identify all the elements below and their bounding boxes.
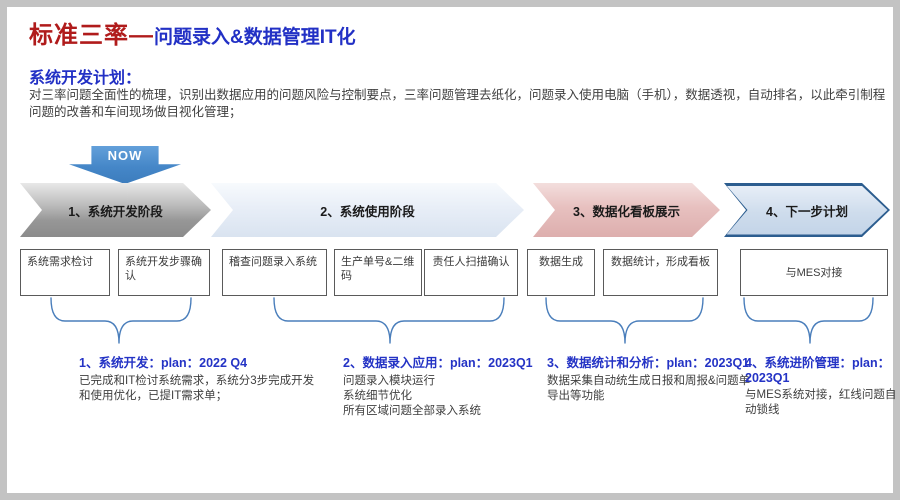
phase-chevron-3: 3、数据化看板展示: [533, 183, 720, 237]
plan-2-line-3: 所有区域问题全部录入系统: [343, 405, 481, 417]
page-title: 标准三率—问题录入&数据管理IT化: [29, 15, 356, 50]
plan-1-line-1: 已完成和IT检讨系统需求，系统分3步完成开发和使用优化，已提IT需求单；: [79, 375, 315, 402]
plan-section-3: 3、数据统计和分析：plan：2023Q1 数据采集自动统生成日报和周报&问题单…: [547, 352, 755, 404]
task-box-6: 数据生成: [527, 249, 595, 296]
brace-4: [743, 297, 874, 344]
task-box-5: 责任人扫描确认: [424, 249, 518, 296]
plan-2-line-2: 系统细节优化: [343, 390, 412, 402]
plan-3-line-1: 数据采集自动统生成日报和周报&问题单导出等功能: [547, 375, 751, 402]
plan-1-heading: 1、系统开发：plan：2022 Q4: [79, 356, 248, 370]
plan-2-heading: 2、数据录入应用：plan：2023Q1: [343, 356, 533, 370]
phase-1-label: 1、系统开发阶段: [68, 204, 163, 219]
plan-4-heading: 4、系统进阶管理：plan：2023Q1: [745, 356, 891, 385]
description-paragraph: 对三率问题全面性的梳理，识别出数据应用的问题风险与控制要点，三率问题管理去纸化，…: [29, 88, 886, 119]
phase-2-label: 2、系统使用阶段: [320, 204, 415, 219]
phase-chevron-4-fill: 4、下一步计划: [727, 186, 888, 235]
brace-1: [50, 297, 192, 344]
phase-chevron-1: 1、系统开发阶段: [20, 183, 211, 237]
plan-section-4: 4、系统进阶管理：plan：2023Q1 与MES系统对接，红线问题自动锁线: [745, 352, 900, 418]
plan-2-line-1: 问题录入模块运行: [343, 375, 435, 387]
plan-section-2: 2、数据录入应用：plan：2023Q1 问题录入模块运行 系统细节优化 所有区…: [343, 352, 543, 419]
plan-section-1: 1、系统开发：plan：2022 Q4 已完成和IT检讨系统需求，系统分3步完成…: [79, 352, 317, 404]
plan-3-heading: 3、数据统计和分析：plan：2023Q1: [547, 356, 750, 370]
brace-2: [273, 297, 505, 344]
task-box-4: 生产单号&二维码: [334, 249, 422, 296]
phase-chevron-4: 4、下一步计划: [724, 183, 890, 237]
page-title-blue: 问题录入&数据管理IT化: [154, 27, 356, 48]
task-box-2: 系统开发步骤确认: [118, 249, 210, 296]
page-title-red: 标准三率—: [29, 22, 154, 49]
task-box-8: 与MES对接: [740, 249, 888, 296]
now-down-arrow-icon: NOW: [69, 146, 181, 184]
task-box-3: 稽查问题录入系统: [222, 249, 327, 296]
slide-canvas: 标准三率—问题录入&数据管理IT化 系统开发计划： 对三率问题全面性的梳理，识别…: [7, 7, 896, 493]
task-box-1: 系统需求检讨: [20, 249, 110, 296]
phase-3-label: 3、数据化看板展示: [573, 204, 680, 219]
task-box-7: 数据统计，形成看板: [603, 249, 718, 296]
section-subtitle: 系统开发计划：: [29, 70, 142, 87]
now-label: NOW: [107, 148, 143, 163]
plan-4-line-1: 与MES系统对接，红线问题自动锁线: [745, 389, 897, 416]
phase-chevron-2: 2、系统使用阶段: [211, 183, 524, 237]
brace-3: [545, 297, 704, 344]
phase-4-label: 4、下一步计划: [766, 204, 848, 219]
